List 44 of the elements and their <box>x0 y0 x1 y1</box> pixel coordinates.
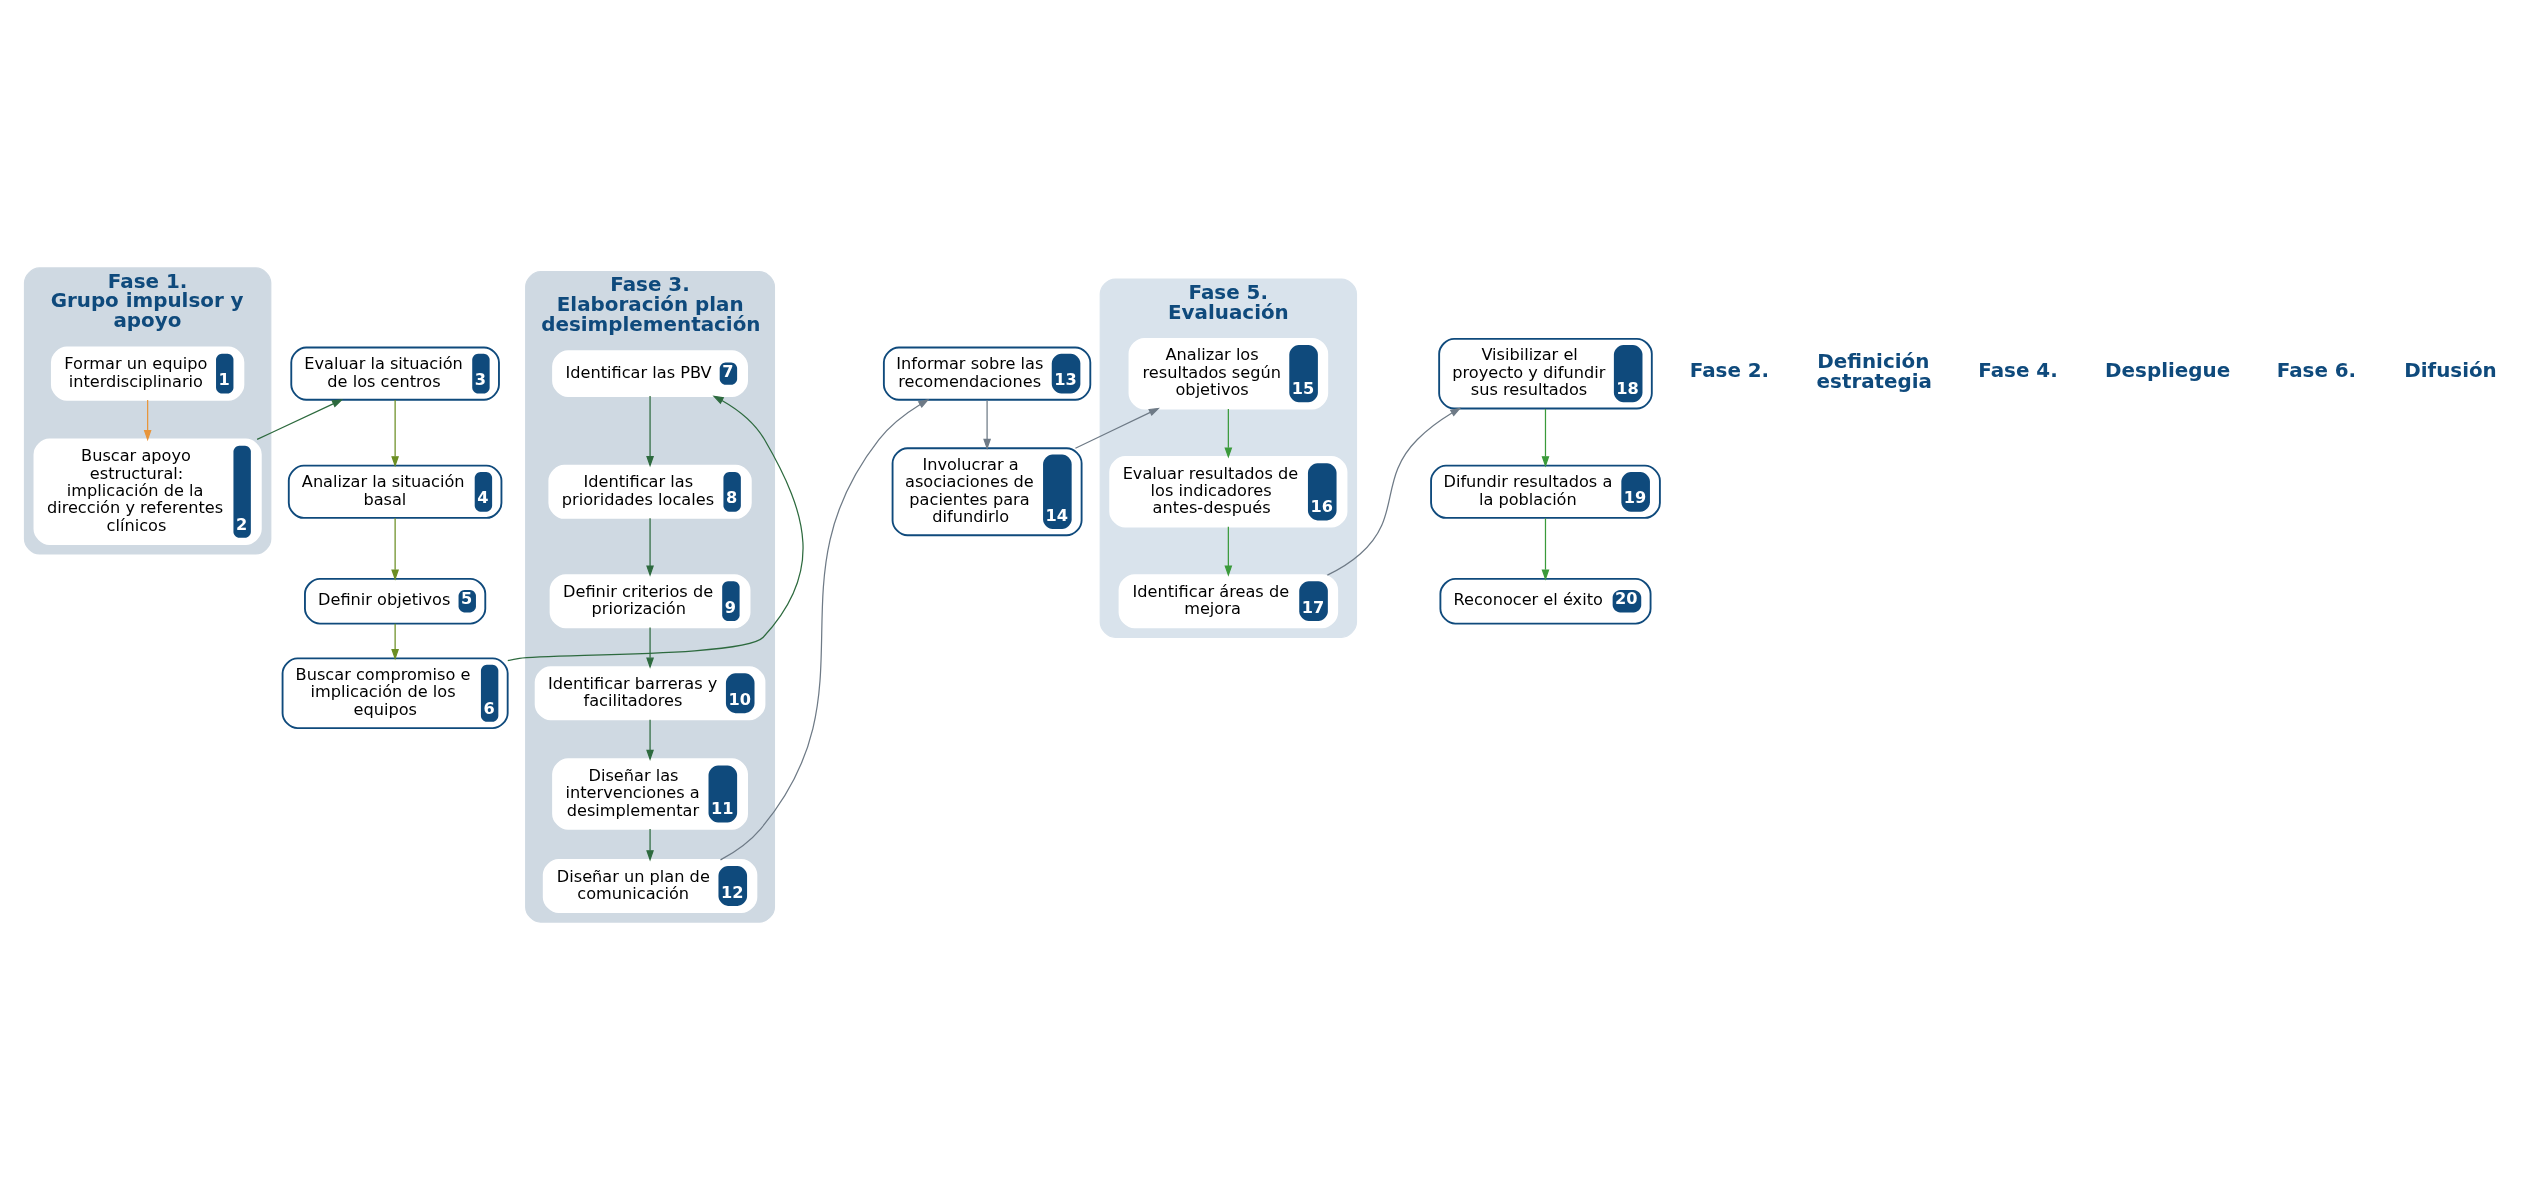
arrow <box>391 398 400 467</box>
arrow <box>1074 407 1160 449</box>
node-box: Identificar las PBV 7 <box>552 349 748 397</box>
arrow <box>1541 517 1550 581</box>
node-box: Evaluar la situación de los centros 3 <box>290 346 500 401</box>
arrow <box>391 622 400 660</box>
node-box: Definir objetivos 5 <box>304 577 487 625</box>
arrow <box>1224 407 1233 459</box>
label: Despliegue <box>2105 358 2231 382</box>
node-box: Diseñar un plan de comunicación 12 <box>542 858 758 913</box>
node-box: Analizar la situación basal 4 <box>287 464 503 519</box>
node-box: Analizar los resultados según objetivos 15 <box>1128 337 1329 409</box>
label: Fase 4. <box>1978 358 2058 382</box>
node-box: Buscar compromiso e implicación de los equipos 6 <box>281 657 509 729</box>
arrow <box>256 398 344 440</box>
arrow <box>1541 407 1550 467</box>
node-box: Definir criterios de priorización 9 <box>549 573 751 628</box>
node-box: Identificar barreras y facilitadores 10 <box>534 665 766 720</box>
node-box: Formar un equipo interdisciplinario 1 <box>50 346 245 401</box>
arrow <box>507 394 804 661</box>
arrow <box>646 626 654 669</box>
arrow <box>646 517 654 577</box>
node-box: Reconocer el éxito 20 <box>1439 577 1652 625</box>
label: Fase 6. <box>2276 358 2357 382</box>
node-box: Difundir resultados a la población 19 <box>1430 464 1661 519</box>
arrow <box>1326 407 1462 576</box>
arrow <box>646 827 654 861</box>
node-box: Informar sobre las recomendaciones 13 <box>882 346 1092 401</box>
node-box: Diseñar las intervenciones a desimplementar 11 <box>552 757 748 830</box>
node-box: Buscar apoyo estructural: implicación de la dirección y referentes clínicos 2 <box>33 438 262 545</box>
label: Definición estrategia <box>1816 349 1933 393</box>
node-box: Involucrar a asociaciones de pacientes para difundirlo 14 <box>891 446 1083 536</box>
arrow <box>983 398 991 450</box>
node-box: Visibilizar el proyecto y difundir sus resultados 18 <box>1438 337 1653 409</box>
arrow <box>143 398 152 441</box>
arrow <box>391 517 400 581</box>
label: Difusión <box>2404 358 2497 382</box>
label: Fase 2. <box>1689 358 1770 382</box>
arrow <box>1224 525 1233 577</box>
node-box: Identificar áreas de mejora 17 <box>1118 573 1339 628</box>
node-box: Evaluar resultados de los indicadores antes-después 16 <box>1109 455 1348 528</box>
arrow <box>646 394 654 467</box>
node-box: Identificar las prioridades locales 8 <box>548 464 752 519</box>
arrow <box>646 718 654 761</box>
